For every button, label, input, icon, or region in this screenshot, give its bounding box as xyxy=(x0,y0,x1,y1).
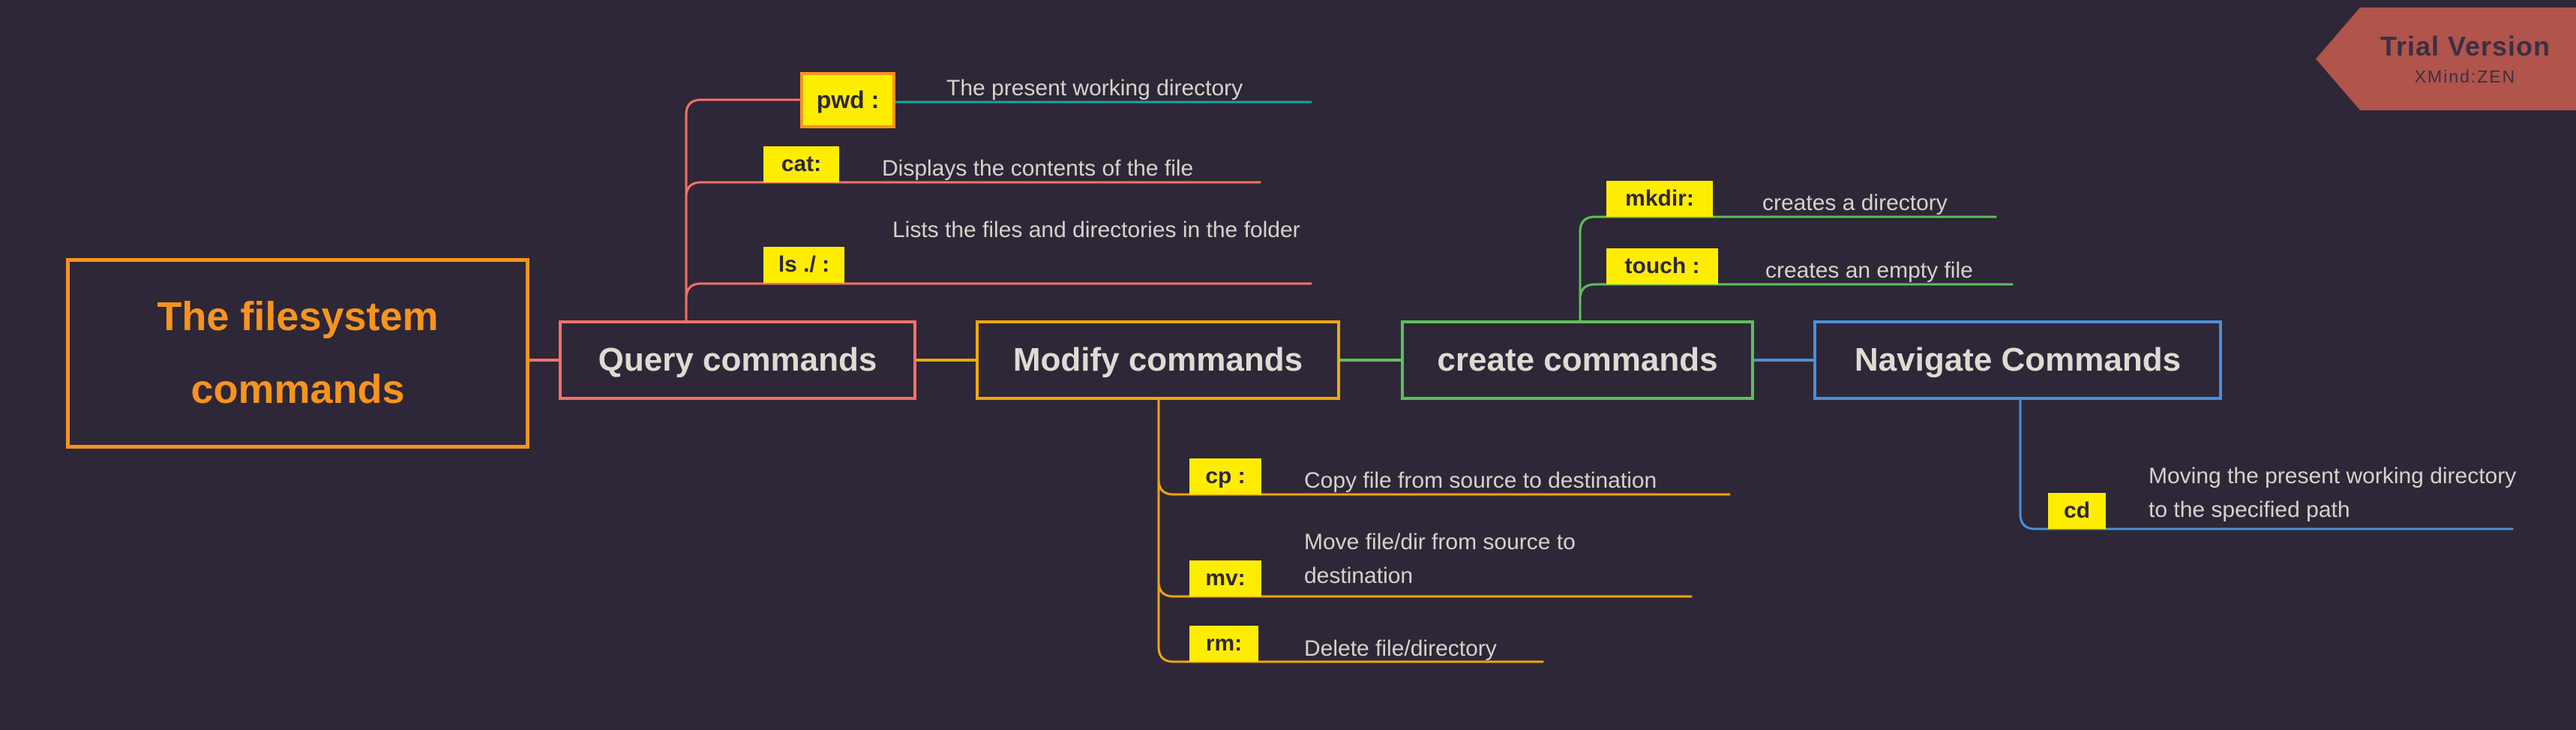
topic-main[interactable]: The filesystem commands xyxy=(66,258,529,449)
topic-cat[interactable]: cat: xyxy=(763,146,839,182)
topic-mv-description[interactable]: Move file/dir from source to destination xyxy=(1304,530,1576,588)
topic-mkdir-description[interactable]: creates a directory xyxy=(1762,191,1948,215)
trial-badge-title: Trial Version xyxy=(2380,31,2551,62)
trial-version-badge: Trial Version XMind:ZEN xyxy=(2316,8,2576,110)
topic-ls[interactable]: ls ./ : xyxy=(763,247,844,283)
branch-navigate-to-cd xyxy=(2019,398,2514,530)
topic-touch[interactable]: touch : xyxy=(1606,248,1718,284)
topic-modify-commands[interactable]: Modify commands xyxy=(976,320,1340,400)
topic-query-commands[interactable]: Query commands xyxy=(559,320,916,400)
topic-touch-description[interactable]: creates an empty file xyxy=(1765,258,1973,283)
branch-create-to-mkdir xyxy=(1579,215,1997,322)
topic-cd-description[interactable]: Moving the present working directory to … xyxy=(2149,464,2517,522)
branch-create-to-touch xyxy=(1579,283,2014,322)
branch-modify-to-rm xyxy=(1157,398,1544,663)
topic-pwd-description[interactable]: The present working directory xyxy=(946,76,1243,101)
topic-cat-description[interactable]: Displays the contents of the file xyxy=(882,156,1194,181)
branch-query-to-ls xyxy=(685,282,1312,322)
branch-query-to-pwd xyxy=(685,98,802,322)
topic-rm-description[interactable]: Delete file/directory xyxy=(1304,636,1497,661)
trial-badge-subtitle: XMind:ZEN xyxy=(2414,67,2517,86)
topic-rm[interactable]: rm: xyxy=(1189,626,1258,662)
topic-navigate-commands[interactable]: Navigate Commands xyxy=(1813,320,2222,400)
topic-mkdir[interactable]: mkdir: xyxy=(1606,181,1713,217)
topic-cp[interactable]: cp : xyxy=(1189,458,1261,494)
topic-create-commands[interactable]: create commands xyxy=(1401,320,1754,400)
topic-ls-description[interactable]: Lists the files and directories in the f… xyxy=(892,218,1300,242)
branch-query-to-cat xyxy=(685,181,1261,322)
topic-mv[interactable]: mv: xyxy=(1189,560,1261,596)
topic-cd[interactable]: cd xyxy=(2048,493,2106,529)
topic-cp-description[interactable]: Copy file from source to destination xyxy=(1304,468,1657,493)
topic-pwd[interactable]: pwd : xyxy=(800,72,895,128)
